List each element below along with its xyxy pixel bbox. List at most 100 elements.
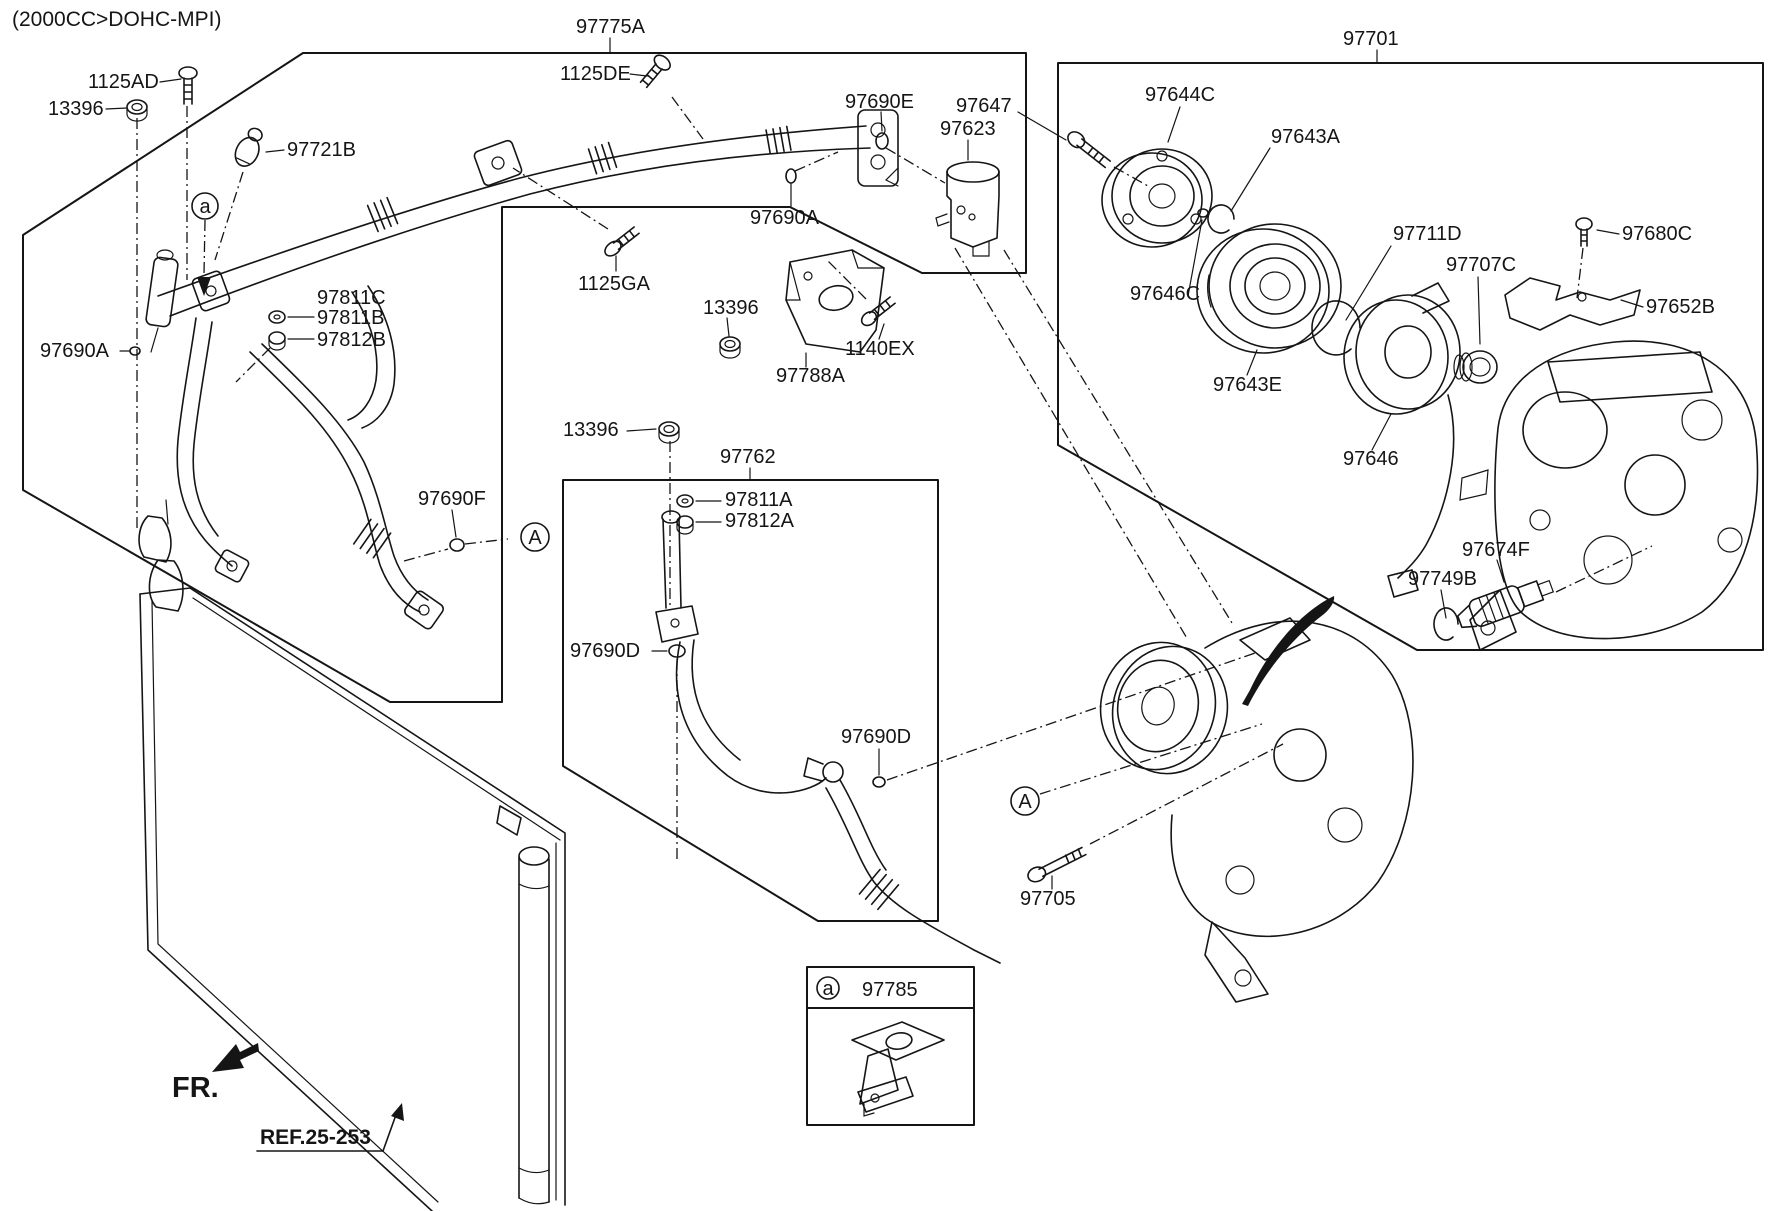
compressor-body-right bbox=[1459, 340, 1759, 651]
ref-pointer bbox=[256, 1103, 404, 1152]
label-97701: 97701 bbox=[1343, 28, 1399, 50]
s-hose-end-fitting bbox=[404, 590, 444, 630]
nut-13396-2 bbox=[719, 336, 741, 359]
pipe-collar-3 bbox=[765, 125, 792, 155]
hose-collar-2 bbox=[858, 868, 900, 911]
label-13396-2: 13396 bbox=[703, 297, 759, 319]
bolt-97647 bbox=[1067, 131, 1112, 169]
bolt-1125DE bbox=[639, 54, 671, 89]
bracket-97788A bbox=[785, 249, 885, 353]
label-97762: 97762 bbox=[720, 446, 776, 468]
compressor-assembly-center bbox=[1099, 617, 1414, 1003]
label-1125DE: 1125DE bbox=[560, 63, 631, 85]
sensor-97721B bbox=[234, 127, 263, 167]
snapring-97643A bbox=[1207, 204, 1235, 234]
box-inset-97785: a bbox=[806, 966, 975, 1126]
oring-97690E bbox=[875, 132, 889, 150]
label-97690D-1: 97690D bbox=[570, 640, 640, 662]
label-97643A: 97643A bbox=[1271, 126, 1341, 148]
oring-97690D-2 bbox=[872, 776, 886, 788]
label-97680C: 97680C bbox=[1622, 223, 1692, 245]
label-97711D: 97711D bbox=[1393, 223, 1462, 245]
screw-97680C bbox=[1575, 217, 1593, 247]
label-13396-1: 13396 bbox=[48, 98, 104, 120]
callout-a-inset: a bbox=[822, 978, 834, 1000]
hose-collar bbox=[352, 518, 392, 559]
washer-97646C bbox=[1197, 208, 1209, 218]
callout-A-center-label: A bbox=[1018, 791, 1032, 813]
bolt-97705 bbox=[1027, 846, 1087, 883]
nut-13396-1 bbox=[126, 99, 148, 122]
leader-lines bbox=[105, 37, 1644, 890]
reference-label: REF.25-253 bbox=[260, 1126, 371, 1149]
alignment-lines bbox=[136, 96, 1653, 860]
pipe-assembly-drawing bbox=[145, 109, 899, 630]
label-97721B: 97721B bbox=[287, 139, 356, 161]
callout-a-top-label: a bbox=[199, 196, 211, 218]
compressor-kit-drawing bbox=[1067, 131, 1759, 706]
label-97643E: 97643E bbox=[1213, 374, 1282, 396]
bolt-1140EX bbox=[860, 296, 896, 327]
pipe-collar-1 bbox=[366, 196, 399, 233]
oring-97690F bbox=[449, 538, 465, 552]
label-97788A: 97788A bbox=[776, 365, 846, 387]
label-97749B: 97749B bbox=[1408, 568, 1477, 590]
group-boxes: a bbox=[22, 52, 1764, 1126]
box-pipe-assembly-97775A bbox=[22, 52, 1027, 703]
bolt-1125GA bbox=[604, 226, 640, 257]
pipe-left-bracket bbox=[145, 249, 179, 353]
hose-eyelet-fitting bbox=[803, 757, 844, 783]
label-97623: 97623 bbox=[940, 118, 996, 140]
front-direction-label: FR. bbox=[172, 1072, 219, 1104]
small-parts: a bbox=[126, 54, 1087, 1117]
condenser-drawing bbox=[138, 499, 566, 1211]
valve-97674F bbox=[1456, 579, 1555, 629]
callout-A-left-label: A bbox=[528, 527, 542, 549]
pulley-97643E bbox=[1196, 223, 1342, 354]
callout-A-left: A bbox=[520, 522, 550, 552]
orientation-marks bbox=[212, 1043, 404, 1152]
label-1140EX: 1140EX bbox=[845, 338, 915, 360]
direction-swoosh bbox=[1242, 596, 1335, 706]
label-13396-3: 13396 bbox=[563, 419, 619, 441]
label-97646: 97646 bbox=[1343, 448, 1399, 470]
pipe-end-fitting bbox=[857, 109, 899, 187]
seal-97707C bbox=[1453, 350, 1498, 384]
label-97705: 97705 bbox=[1020, 888, 1076, 910]
label-97811B: 97811B bbox=[317, 307, 384, 329]
page-title: (2000CC>DOHC-MPI) bbox=[12, 8, 221, 31]
clutch-disc-97644C bbox=[1101, 148, 1213, 248]
callout-a-top: a bbox=[191, 192, 219, 296]
label-97646C: 97646C bbox=[1130, 283, 1200, 305]
labels: (2000CC>DOHC-MPI) 97775A 1125AD 13396 97… bbox=[12, 8, 1715, 1149]
label-97775A: 97775A bbox=[576, 16, 646, 38]
label-97690A-2: 97690A bbox=[750, 207, 820, 229]
label-97707C: 97707C bbox=[1446, 254, 1516, 276]
bolt-1125AD bbox=[178, 66, 198, 105]
washer-97811B bbox=[268, 310, 286, 324]
label-97690F: 97690F bbox=[418, 488, 486, 510]
label-97811C: 97811C bbox=[317, 287, 386, 309]
oring-97690A-2 bbox=[785, 168, 797, 184]
label-1125GA: 1125GA bbox=[578, 273, 651, 295]
label-97647: 97647 bbox=[956, 95, 1012, 117]
fr-arrow bbox=[212, 1043, 259, 1072]
nut-13396-3 bbox=[658, 421, 680, 444]
label-97690E: 97690E bbox=[845, 91, 914, 113]
oring-97749B bbox=[1433, 607, 1459, 641]
receiver-drier bbox=[496, 805, 550, 1205]
label-97690A-1: 97690A bbox=[40, 340, 110, 362]
valve-97623 bbox=[935, 161, 1000, 257]
condenser-bracket bbox=[138, 499, 184, 612]
label-97674F: 97674F bbox=[1462, 539, 1530, 561]
pipe-collar-2 bbox=[587, 141, 618, 175]
label-1125AD: 1125AD bbox=[88, 71, 159, 93]
down-arrow bbox=[197, 277, 211, 296]
oring-97690D-1 bbox=[668, 644, 686, 658]
label-97652B: 97652B bbox=[1646, 296, 1715, 318]
coil-97646 bbox=[1343, 282, 1461, 598]
oring-97690A-left bbox=[129, 346, 141, 356]
nut-97812B bbox=[268, 331, 286, 351]
